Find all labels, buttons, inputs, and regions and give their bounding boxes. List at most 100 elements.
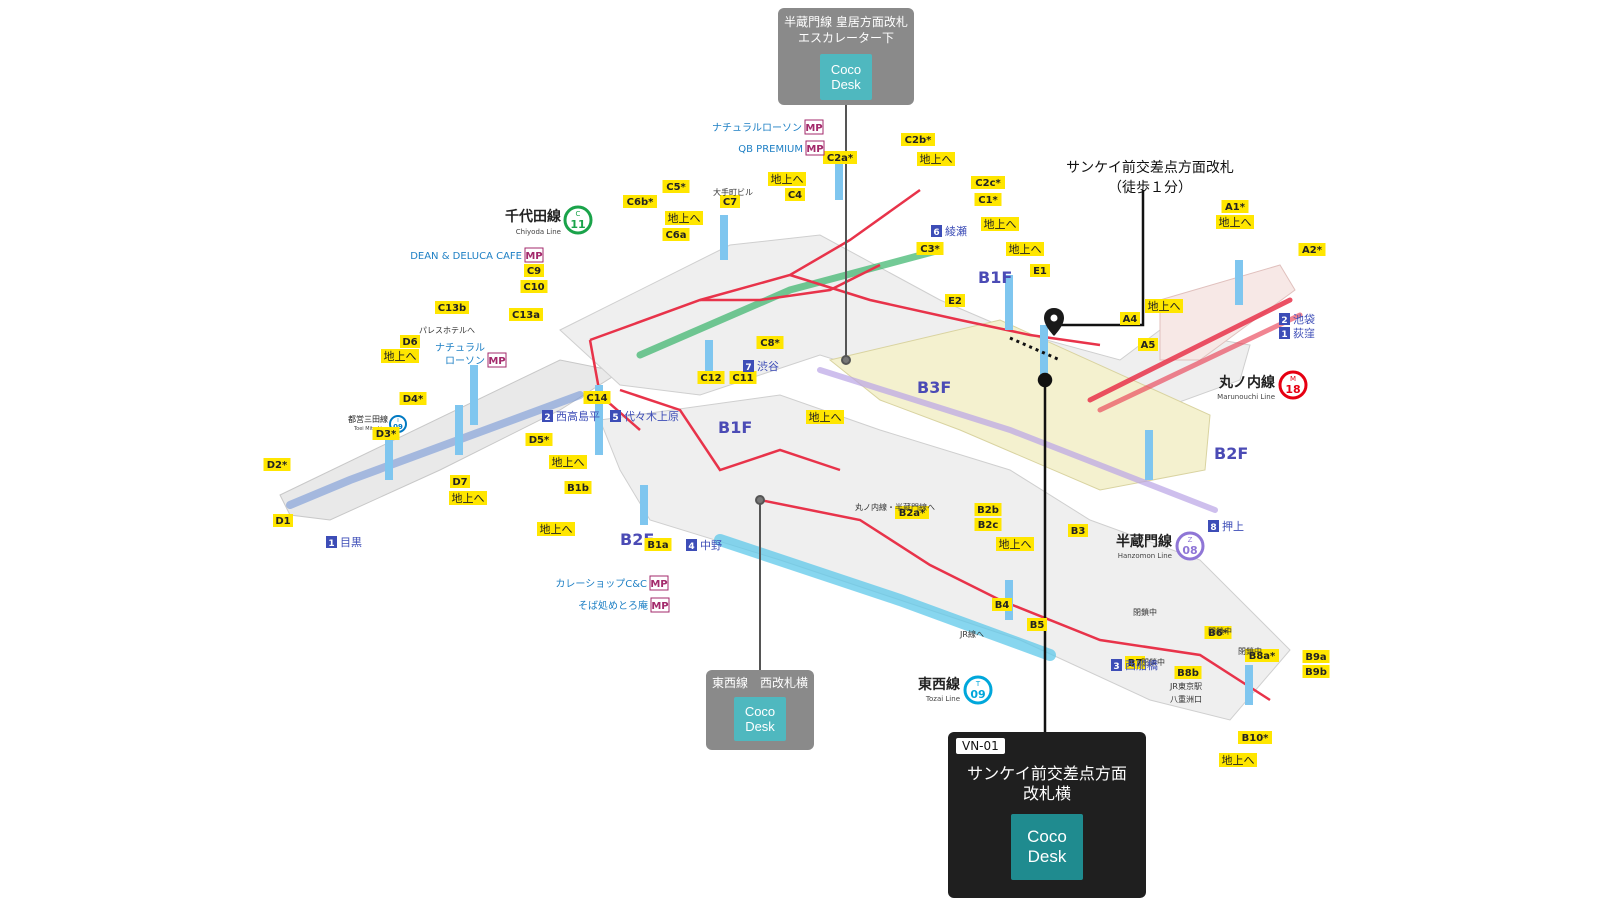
place-label: パレスホテルへ xyxy=(419,326,475,335)
svg-text:B3: B3 xyxy=(1071,526,1086,537)
svg-text:C5*: C5* xyxy=(666,182,686,193)
svg-text:地上へ: 地上へ xyxy=(1219,216,1252,229)
exit-label: C13a xyxy=(509,308,543,321)
svg-text:7: 7 xyxy=(745,363,751,373)
svg-text:Chiyoda Line: Chiyoda Line xyxy=(516,228,561,236)
svg-text:ナチュラルローソン: ナチュラルローソン xyxy=(712,122,802,134)
exit-label: B10* xyxy=(1238,731,1272,744)
exit-label: C7 xyxy=(720,195,740,208)
exit-label: A5 xyxy=(1138,338,1158,351)
exit-label: D3* xyxy=(372,427,400,440)
svg-text:B4: B4 xyxy=(995,600,1010,611)
svg-text:C13b: C13b xyxy=(438,303,466,314)
svg-text:3: 3 xyxy=(1113,662,1119,672)
exit-labels: C2b*C2a*C5*C4C7C6b*C6aC2c*C1*C3*C9C10C13… xyxy=(263,133,1330,744)
svg-text:C2b*: C2b* xyxy=(905,135,932,146)
svg-text:B2c: B2c xyxy=(978,520,999,531)
svg-text:E2: E2 xyxy=(948,296,962,307)
mp-badge: MP xyxy=(806,144,823,155)
svg-text:C13a: C13a xyxy=(512,310,540,321)
svg-text:C1*: C1* xyxy=(978,195,998,206)
svg-text:D5*: D5* xyxy=(529,435,550,446)
ground-exit-label: 地上へ xyxy=(1216,215,1254,229)
exit-label: C12 xyxy=(697,371,725,384)
svg-text:ローソン: ローソン xyxy=(445,356,485,367)
ground-exit-label: 地上へ xyxy=(537,522,575,536)
svg-text:C8*: C8* xyxy=(760,338,780,349)
place-label: 閉鎖中 xyxy=(1208,626,1232,636)
exit-label: B6* xyxy=(1204,626,1232,639)
tozai-line-track xyxy=(714,534,1056,661)
main-leader xyxy=(1009,190,1145,732)
exit-label: D6 xyxy=(400,335,420,348)
place-label: 閉鎖中 xyxy=(1238,646,1262,656)
svg-text:2: 2 xyxy=(544,413,550,423)
ground-exit-label: 地上へ xyxy=(1145,299,1183,313)
svg-text:地上へ: 地上へ xyxy=(771,173,804,186)
svg-text:B2a*: B2a* xyxy=(899,508,926,519)
exit-label: D7 xyxy=(450,475,470,488)
svg-text:B9b: B9b xyxy=(1305,667,1327,678)
place-labels: 大手町ビルパレスホテルへ丸ノ内線・半蔵門線へJR線へ閉鎖中閉鎖中閉鎖中閉鎖中JR… xyxy=(419,187,1262,704)
svg-text:渋谷: 渋谷 xyxy=(757,360,779,373)
hanzomon-line-track xyxy=(817,367,1218,513)
callout-title: 半蔵門線 皇居方面改札 xyxy=(784,15,908,29)
exit-label: B5 xyxy=(1027,618,1047,631)
svg-text:都営三田線: 都営三田線 xyxy=(348,414,388,424)
exit-label: C6a xyxy=(662,228,690,241)
exit-label: B3 xyxy=(1068,524,1088,537)
chiyoda-badge: 千代田線 Chiyoda Line C 11 xyxy=(505,205,593,236)
svg-text:カレーショップC&C: カレーショップC&C xyxy=(555,578,647,590)
place-label: JR線へ xyxy=(959,629,984,639)
svg-text:1: 1 xyxy=(328,539,334,549)
svg-text:荻窪: 荻窪 xyxy=(1293,326,1315,340)
exit-label: C6b* xyxy=(623,195,657,208)
mp-badge: MP xyxy=(488,356,505,367)
svg-text:Z: Z xyxy=(1188,536,1193,544)
svg-text:地上へ: 地上へ xyxy=(809,411,842,424)
svg-text:地上へ: 地上へ xyxy=(552,456,585,469)
svg-text:地上へ: 地上へ xyxy=(1222,754,1255,767)
tozai-badge: 東西線 Tozai Line T 09 xyxy=(918,675,993,705)
place-label: 大手町ビル xyxy=(713,187,753,197)
svg-text:B1a: B1a xyxy=(647,540,668,551)
callout-subtitle: エスカレーター下 xyxy=(797,31,894,45)
svg-text:A5: A5 xyxy=(1141,340,1156,351)
exit-label: C2c* xyxy=(971,176,1005,189)
place-label: JR東京駅 xyxy=(1169,681,1202,691)
exit-label: C13b xyxy=(435,301,469,314)
svg-text:B2b: B2b xyxy=(977,505,999,516)
leader-lines xyxy=(755,105,851,670)
svg-text:押上: 押上 xyxy=(1222,519,1244,533)
svg-text:C14: C14 xyxy=(586,393,607,404)
svg-text:A2*: A2* xyxy=(1302,245,1323,256)
svg-text:目黒: 目黒 xyxy=(340,536,362,549)
svg-text:半蔵門線: 半蔵門線 xyxy=(1116,533,1172,550)
svg-text:地上へ: 地上へ xyxy=(668,212,701,225)
svg-text:B1b: B1b xyxy=(567,483,589,494)
mp-badge: MP xyxy=(650,579,667,590)
svg-text:C11: C11 xyxy=(732,373,753,384)
svg-text:08: 08 xyxy=(1182,544,1197,557)
exit-label: C9 xyxy=(524,264,544,277)
svg-text:D4*: D4* xyxy=(403,394,424,405)
exit-label: A4 xyxy=(1120,312,1140,325)
ground-exit-label: 地上へ xyxy=(981,217,1019,231)
svg-text:C10: C10 xyxy=(523,282,544,293)
ground-exit-label: 地上へ xyxy=(917,152,955,166)
booth-id-badge: VN-01 xyxy=(956,738,1005,754)
mita-line-track xyxy=(286,391,584,509)
exit-label: C1* xyxy=(974,193,1002,206)
svg-text:地上へ: 地上へ xyxy=(1148,300,1181,313)
direction-label: 7 渋谷 xyxy=(743,360,779,373)
exit-label: C5* xyxy=(662,180,690,193)
svg-text:地上へ: 地上へ xyxy=(920,153,953,166)
